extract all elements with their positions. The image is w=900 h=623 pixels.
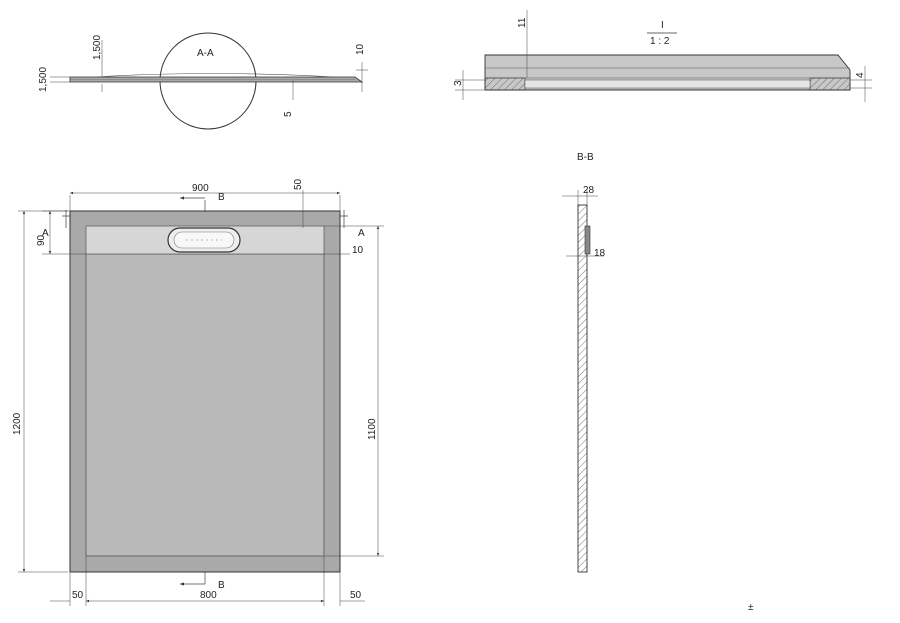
tray-basin: [85, 253, 325, 557]
dim-height-1100: 1100: [367, 418, 378, 440]
section-aa-title: A-A: [197, 48, 214, 59]
dim-height-1200: 1200: [12, 412, 23, 435]
section-a-right: A: [358, 228, 365, 239]
dim-18: 18: [594, 248, 606, 259]
hatch-right: [809, 77, 851, 91]
section-bb-title: B-B: [577, 152, 594, 163]
dim-28: 28: [583, 185, 595, 196]
dim-10-aa: 10: [355, 43, 366, 55]
dim-11: 11: [517, 17, 528, 28]
dim-10-plan: 10: [352, 245, 364, 256]
dim-rim-50-top: 50: [293, 178, 304, 190]
dim-width-800: 800: [200, 590, 217, 601]
detail-i-view: I 1 : 2 11 3 4: [453, 10, 872, 102]
section-aa-view: A-A 1,500 1,500 10 5: [38, 32, 368, 130]
dim-5-aa: 5: [283, 111, 294, 117]
hatch-left: [484, 77, 526, 91]
section-b-bottom: B: [218, 580, 225, 591]
detail-i-scale: 1 : 2: [650, 36, 670, 47]
dim-50-right: 50: [350, 590, 362, 601]
dim-4: 4: [855, 72, 866, 78]
dim-3: 3: [453, 80, 464, 86]
detail-i-label: I: [661, 20, 664, 31]
section-bb-view: B-B 28 18: [562, 152, 606, 573]
section-b-top: B: [218, 192, 225, 203]
section-a-left: A: [42, 228, 49, 239]
drain-side-section: [584, 225, 591, 255]
footer-mark: ±: [748, 602, 754, 613]
tray-side-section: [577, 204, 588, 573]
dim-90: 90: [36, 234, 47, 246]
dim-50-left: 50: [72, 590, 84, 601]
dim-1500-top: 1,500: [92, 35, 103, 60]
dim-1500-left: 1,500: [38, 67, 49, 92]
drain-channel: [524, 79, 811, 89]
plan-view: 900 50 A A B B 90 10 1200 1100: [12, 178, 384, 606]
dim-width-900: 900: [192, 183, 209, 194]
